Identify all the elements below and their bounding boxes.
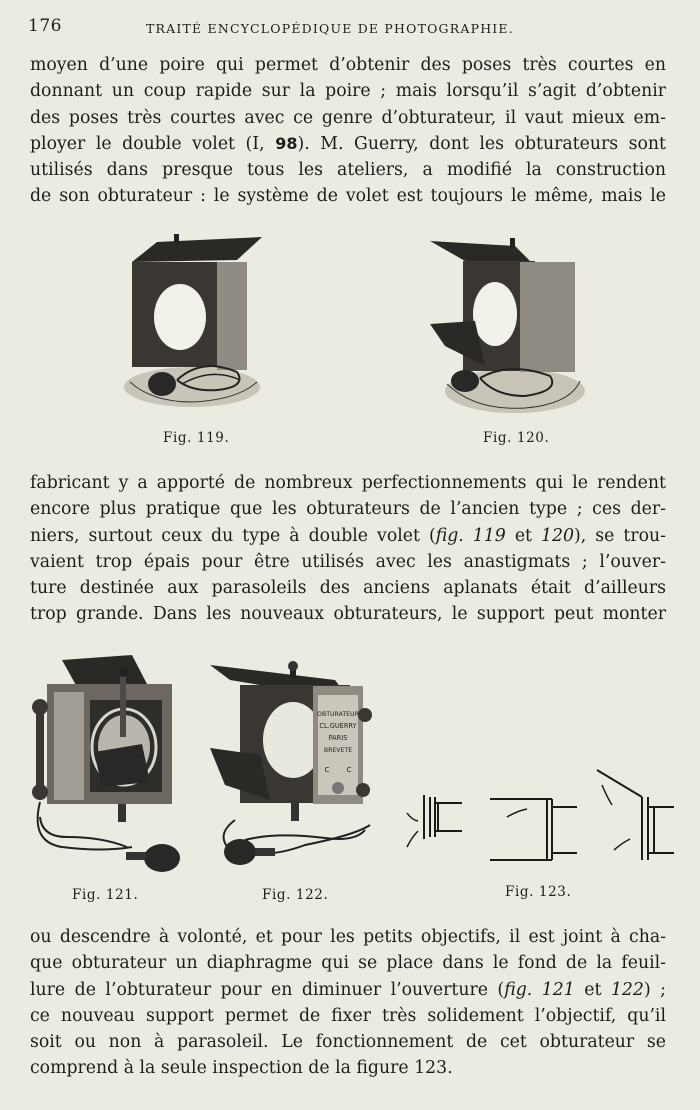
text-span: ) ; xyxy=(643,979,666,1000)
figure-reference: fig. 121 xyxy=(504,979,575,1000)
text-line: ou descendre à volonté, et pour les peti… xyxy=(30,927,666,947)
plate-text: CL.GUERRY xyxy=(319,722,357,730)
text-span: lure de l’obturateur pour en diminuer l’… xyxy=(30,979,505,1000)
plate-text: C xyxy=(347,766,352,774)
text-line: soit ou non à parasoleil. Le fonctionnem… xyxy=(30,1032,666,1053)
text-line: niers, surtout ceux du type à double vol… xyxy=(30,523,666,549)
text-span: ). M. Guerry, dont les obturateurs sont xyxy=(297,133,667,154)
volume-reference: 98 xyxy=(275,133,298,153)
text-span: ployer le double volet (I, xyxy=(30,133,276,154)
figure-122-shutter-engraving: OBTURATEUR CL.GUERRY PARIS BREVETE C C xyxy=(205,660,385,875)
text-span: niers, surtout ceux du type à double vol… xyxy=(30,525,436,546)
text-line: donnant un coup rapide sur la poire ; ma… xyxy=(30,81,666,102)
text-line: utilisés dans presque tous les ateliers,… xyxy=(30,160,666,181)
text-line: des poses très courtes avec ce genre d’o… xyxy=(30,107,666,128)
text-span: et xyxy=(574,979,611,1000)
figure-reference: 122 xyxy=(610,979,644,1000)
text-line: encore plus pratique que les obturateurs… xyxy=(30,499,666,520)
text-line: ployer le double volet (I, 98). M. Guerr… xyxy=(30,131,666,157)
paragraph-1: moyen d’une poire qui permet d’obtenir d… xyxy=(30,52,666,210)
figure-121-caption: Fig. 121. xyxy=(72,887,139,903)
figure-120-shutter-engraving xyxy=(425,236,585,421)
figure-119-caption: Fig. 119. xyxy=(163,430,230,446)
paragraph-2: fabricant y a apporté de nombreux perfec… xyxy=(30,470,666,628)
text-line: trop grande. Dans les nouveaux obturateu… xyxy=(30,604,666,625)
page-number: 176 xyxy=(28,16,62,36)
text-line: fabricant y a apporté de nombreux perfec… xyxy=(30,473,666,493)
text-span: et xyxy=(505,525,542,546)
figure-119-shutter-engraving xyxy=(122,232,267,417)
figure-reference: fig. 119 xyxy=(435,525,506,546)
plate-text: PARIS xyxy=(329,734,348,742)
text-line: ce nouveau support permet de fixer très … xyxy=(30,1005,666,1026)
figure-123-diagram xyxy=(402,765,677,870)
text-line: vaient trop épais pour être utilisés ave… xyxy=(30,551,666,572)
text-span: ), se trou- xyxy=(574,525,666,546)
paragraph-3: ou descendre à volonté, et pour les peti… xyxy=(30,924,666,1082)
text-line: lure de l’obturateur pour en diminuer l’… xyxy=(30,977,666,1003)
plate-text: BREVETE xyxy=(324,747,352,754)
text-line: ture destinée aux parasoleils des ancien… xyxy=(30,578,666,599)
figure-reference: 120 xyxy=(541,525,575,546)
figure-121-shutter-engraving xyxy=(22,652,187,877)
running-title: TRAITÉ ENCYCLOPÉDIQUE DE PHOTOGRAPHIE. xyxy=(146,21,514,36)
text-line: de son obturateur : le système de volet … xyxy=(30,186,666,207)
text-line: comprend à la seule inspection de la fig… xyxy=(30,1058,453,1079)
figure-120-caption: Fig. 120. xyxy=(483,430,550,446)
text-line: moyen d’une poire qui permet d’obtenir d… xyxy=(30,55,666,75)
figure-123-caption: Fig. 123. xyxy=(505,884,572,900)
plate-text: C xyxy=(325,766,330,774)
figure-122-caption: Fig. 122. xyxy=(262,887,329,903)
text-line: que obturateur un diaphragme qui se plac… xyxy=(30,953,666,974)
plate-text: OBTURATEUR xyxy=(317,711,359,718)
